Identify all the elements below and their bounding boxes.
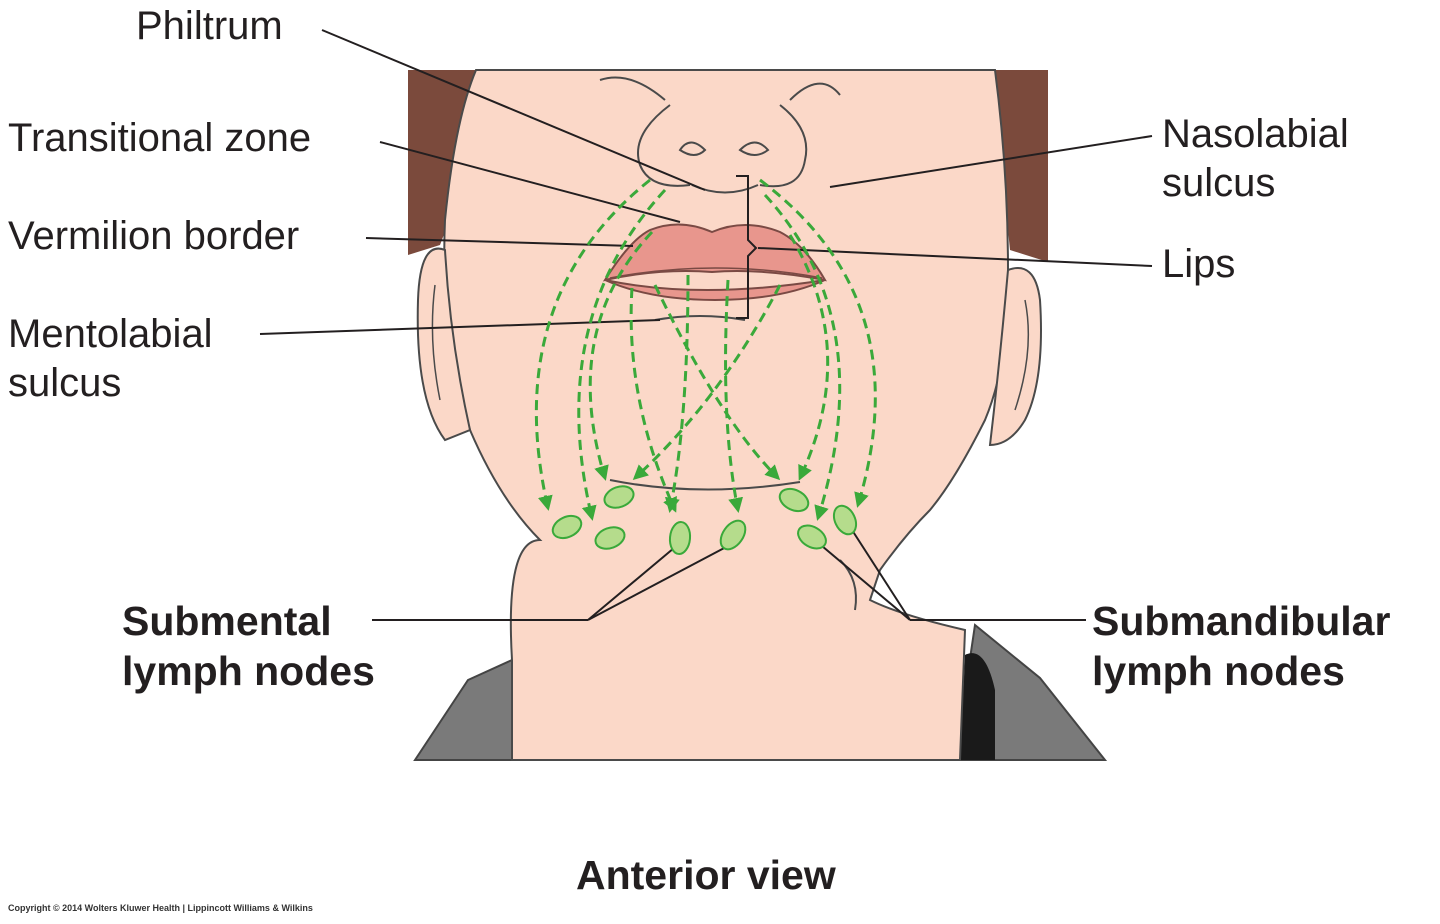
copyright-notice: Copyright © 2014 Wolters Kluwer Health |…: [8, 903, 313, 913]
label-submandibular-line-2: lymph nodes: [1092, 648, 1345, 695]
label-mentolabial-line-2: sulcus: [8, 360, 122, 405]
label-submandibular-lymph-nodes: Submandibular lymph nodes: [1092, 596, 1390, 696]
label-philtrum: Philtrum: [136, 4, 283, 48]
label-mentolabial-sulcus: Mentolabial sulcus: [8, 310, 213, 408]
lymph-node-icon: [551, 485, 858, 555]
label-submandibular-line-1: Submandibular: [1092, 598, 1391, 644]
dashed-drainage-arrow-icon: [534, 178, 877, 521]
caption: Anterior view: [576, 852, 836, 898]
label-mentolabial-line-1: Mentolabial: [8, 312, 213, 356]
label-submental-line-1: Submental: [122, 598, 332, 644]
label-transitional-zone: Transitional zone: [8, 116, 312, 160]
lips: [602, 223, 827, 302]
label-nasolabial-line-1: Nasolabial: [1162, 112, 1349, 156]
label-submental-lymph-nodes: Submental lymph nodes: [122, 596, 375, 696]
leader-lines: [259, 29, 1153, 621]
shirt-collar: [413, 623, 1108, 761]
label-lips: Lips: [1162, 242, 1236, 286]
label-nasolabial-sulcus: Nasolabial sulcus: [1162, 110, 1349, 208]
label-nasolabial-line-2: sulcus: [1162, 160, 1276, 205]
label-submental-line-2: lymph nodes: [122, 648, 375, 695]
hair: [408, 70, 1048, 262]
label-vermilion-border: Vermilion border: [8, 214, 300, 258]
ears: [416, 247, 1042, 447]
